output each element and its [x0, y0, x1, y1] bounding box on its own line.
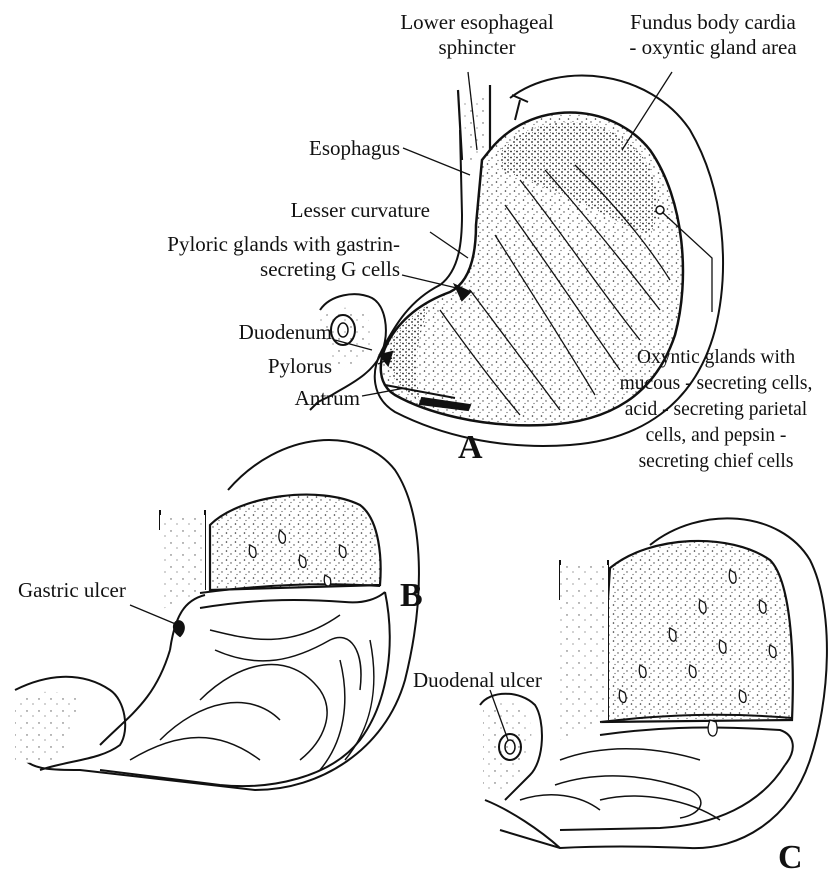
stomach-b	[15, 440, 419, 790]
label-gastric-ulcer: Gastric ulcer	[18, 578, 126, 603]
label-duodenal-ulcer: Duodenal ulcer	[413, 668, 542, 693]
label-lesser-curvature: Lesser curvature	[220, 198, 430, 223]
label-fundus-body-cardia: Fundus body cardia - oxyntic gland area	[598, 10, 828, 60]
label-lower-esophageal-sphincter: Lower esophageal sphincter	[362, 10, 592, 60]
panel-label-b: B	[400, 578, 423, 614]
panel-label-c: C	[778, 840, 803, 876]
label-duodenum: Duodenum	[170, 320, 332, 345]
leader-line-gastric-ulcer	[130, 605, 178, 625]
label-antrum: Antrum	[200, 386, 360, 411]
label-pyloric-glands: Pyloric glands with gastrin- secreting G…	[100, 232, 400, 282]
stomach-b-fundus	[210, 495, 381, 590]
stomach-c-body	[600, 541, 793, 722]
label-esophagus: Esophagus	[240, 136, 400, 161]
label-oxyntic-glands: Oxyntic glands with mucous - secreting c…	[598, 345, 834, 475]
label-pylorus: Pylorus	[200, 354, 332, 379]
panel-label-a: A	[458, 430, 483, 466]
